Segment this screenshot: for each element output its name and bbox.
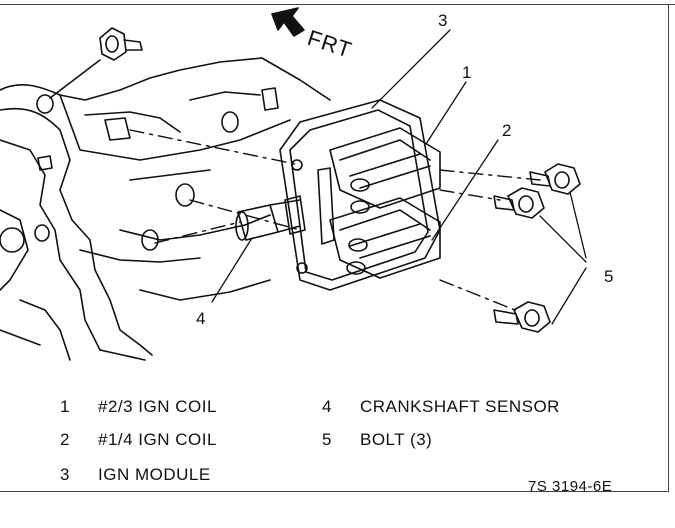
callout-4: 4 xyxy=(196,309,205,328)
legend-number: 2 xyxy=(60,430,70,449)
callout-5: 5 xyxy=(604,267,613,286)
alignment-lines xyxy=(129,129,541,313)
ignition-module-assembly xyxy=(279,99,441,291)
frame-right-border xyxy=(668,4,669,492)
legend-number: 3 xyxy=(60,465,70,484)
front-direction-label: FRT xyxy=(304,25,355,63)
legend-text: #2/3 IGN COIL xyxy=(98,397,217,416)
legend-text: IGN MODULE xyxy=(98,465,211,484)
legend-text: BOLT (3) xyxy=(360,430,433,449)
engine-block-drawing xyxy=(0,57,331,361)
legend-number: 4 xyxy=(322,397,332,416)
bolt-middle xyxy=(493,187,545,219)
callout-3: 3 xyxy=(438,11,447,30)
front-direction-arrow xyxy=(271,7,305,37)
upper-bolt-drawing xyxy=(49,27,143,99)
callout-1: 1 xyxy=(462,63,471,82)
bolt-drawings xyxy=(493,163,581,333)
leader-lines xyxy=(211,29,587,325)
crankshaft-sensor-drawing xyxy=(235,199,301,241)
frame-bottom-border xyxy=(0,491,668,492)
legend-item-2: 2 #1/4 IGN COIL xyxy=(60,430,217,450)
bolt-upper xyxy=(529,163,581,195)
legend-number: 1 xyxy=(60,397,70,416)
legend-item-1: 1 #2/3 IGN COIL xyxy=(60,397,217,417)
legend-number: 5 xyxy=(322,430,332,449)
legend-item-5: 5 BOLT (3) xyxy=(322,430,432,450)
figure-id: 7S 3194-6E xyxy=(528,478,613,495)
bolt-lower xyxy=(493,301,551,333)
frame-top-border xyxy=(0,4,675,5)
legend-item-4: 4 CRANKSHAFT SENSOR xyxy=(322,397,560,417)
callout-2: 2 xyxy=(502,121,511,140)
legend-text: CRANKSHAFT SENSOR xyxy=(360,397,560,416)
legend-text: #1/4 IGN COIL xyxy=(98,430,217,449)
legend-item-3: 3 IGN MODULE xyxy=(60,465,211,485)
